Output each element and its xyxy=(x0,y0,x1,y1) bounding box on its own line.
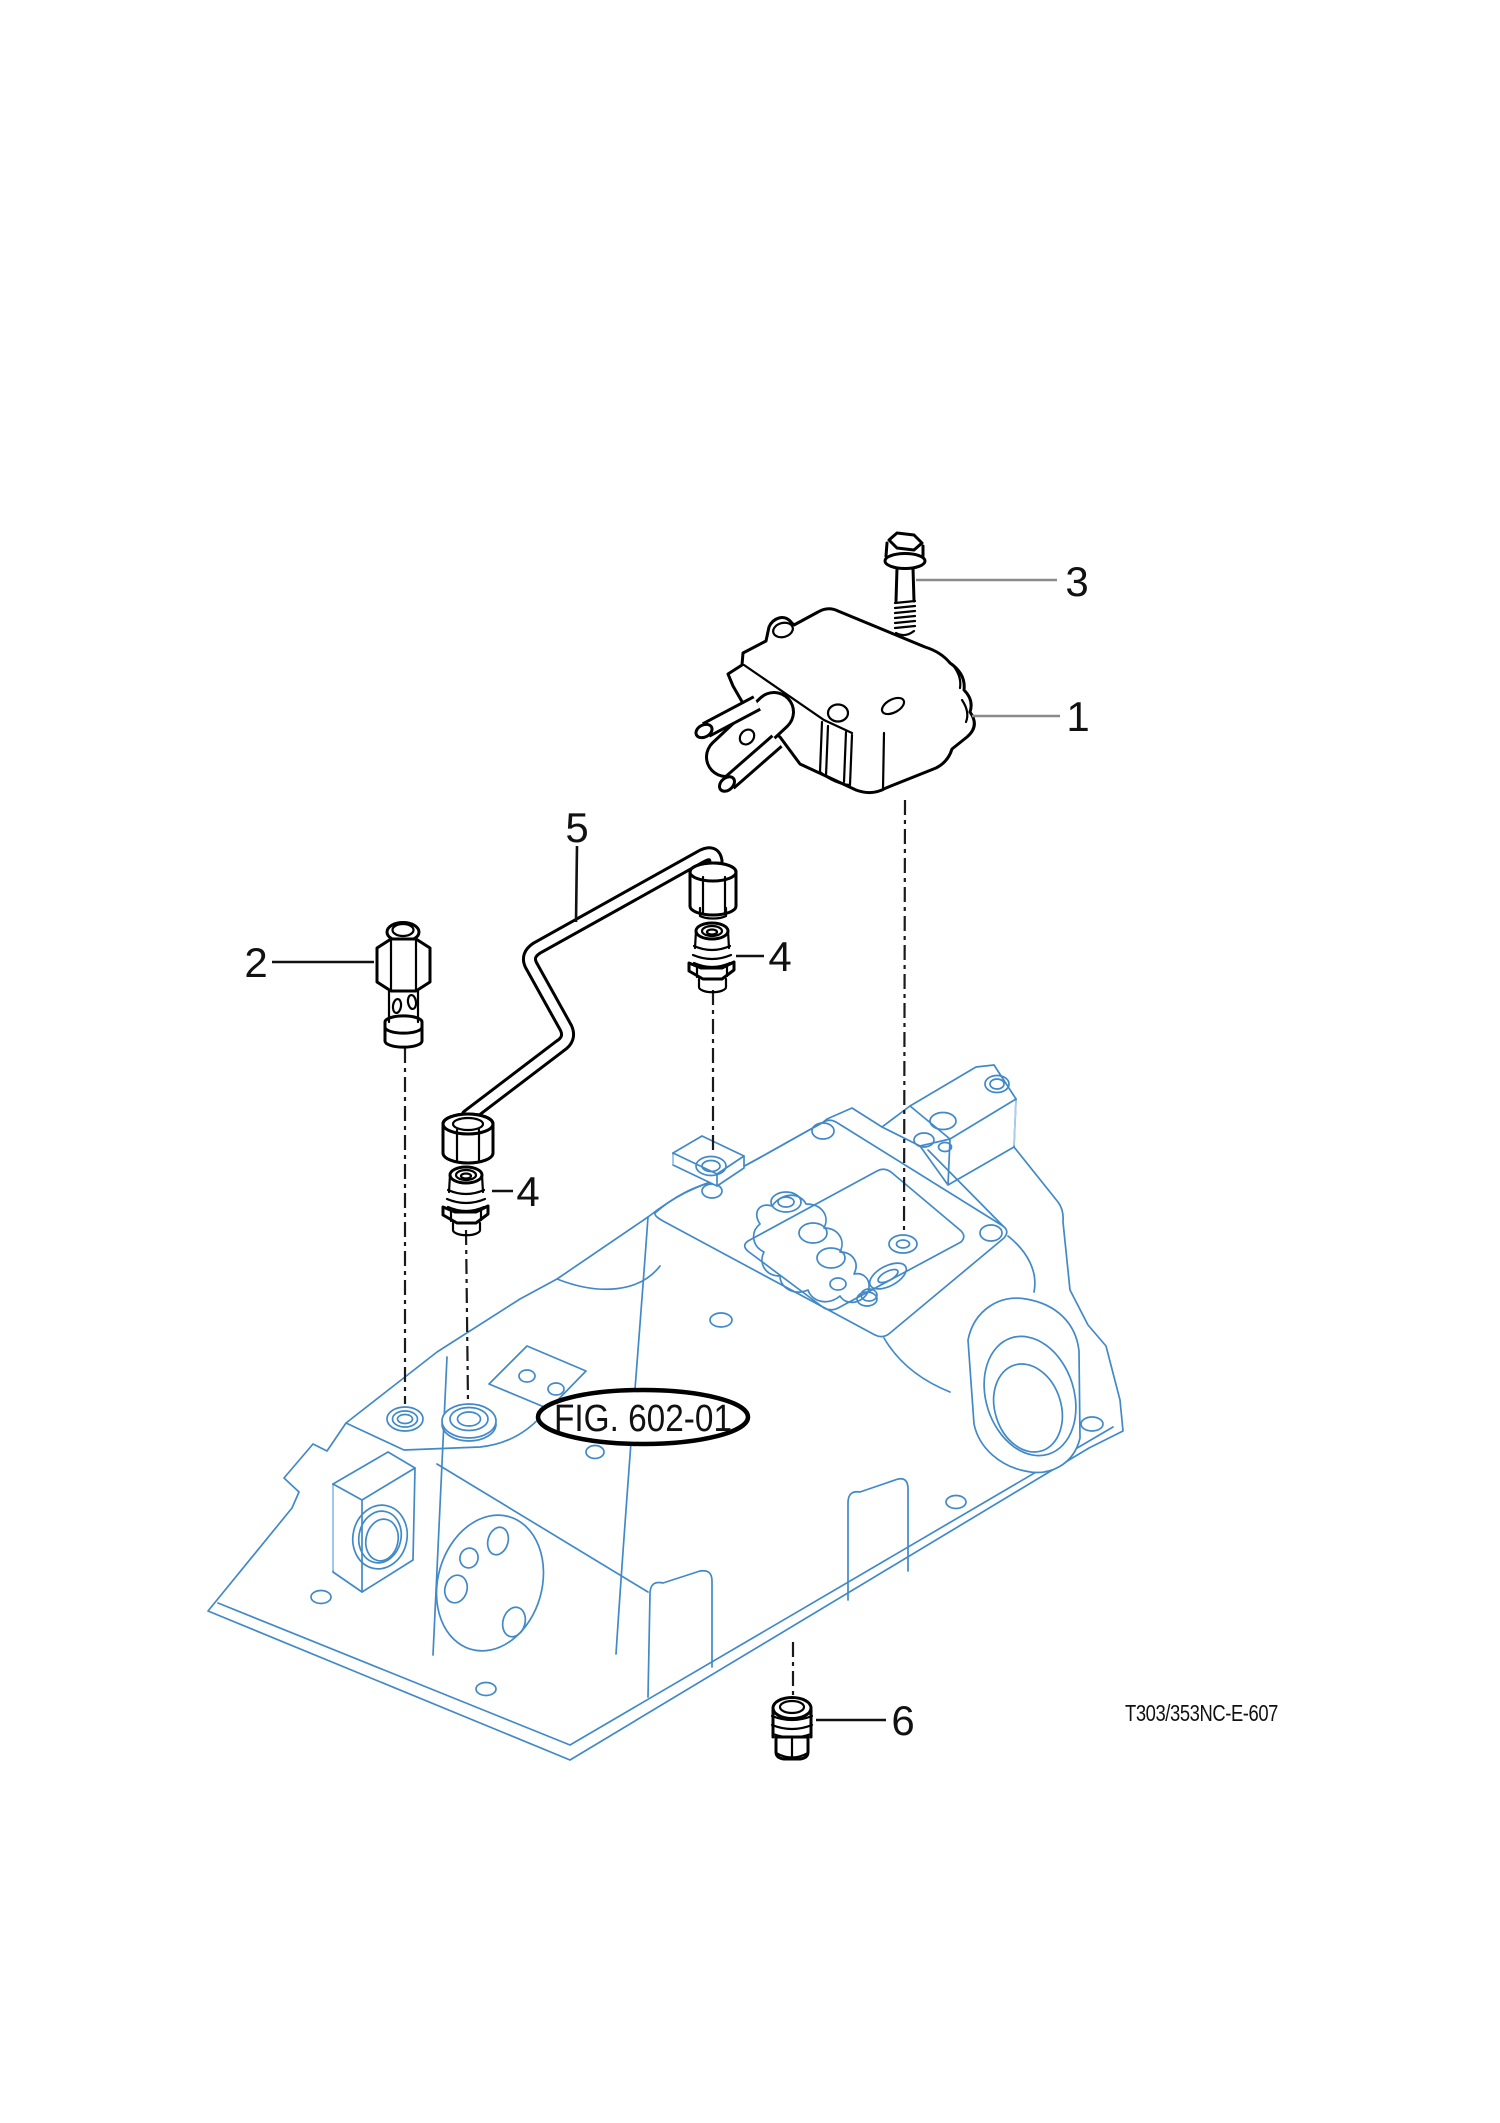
part-5-pipe xyxy=(441,846,738,1165)
drawing-code: T303/353NC-E-607 xyxy=(1125,1700,1278,1726)
callout-6: 6 xyxy=(891,1697,914,1744)
callout-3: 3 xyxy=(1065,558,1088,605)
leader-lines xyxy=(272,578,1060,1722)
figure-reference[interactable]: FIG. 602-01 xyxy=(535,1387,751,1447)
figure-reference-ellipse[interactable] xyxy=(535,1387,751,1447)
callout-5: 5 xyxy=(565,804,588,851)
callout-2: 2 xyxy=(244,939,267,986)
part-3-bolt xyxy=(883,531,927,682)
part-1-switch-valve xyxy=(694,607,976,795)
callout-labels: 1 2 3 4 4 5 6 xyxy=(244,558,1089,1744)
part-4-adaptor-right xyxy=(687,921,736,994)
part-6-plug xyxy=(770,1696,814,1761)
callout-4-left: 4 xyxy=(516,1168,539,1215)
figure-reference-label[interactable]: FIG. 602-01 xyxy=(554,1398,732,1440)
part-4-adaptor-left xyxy=(441,1165,490,1237)
callout-4-right: 4 xyxy=(768,933,791,980)
part-2-joint xyxy=(375,921,432,1049)
callout-1: 1 xyxy=(1066,693,1089,740)
